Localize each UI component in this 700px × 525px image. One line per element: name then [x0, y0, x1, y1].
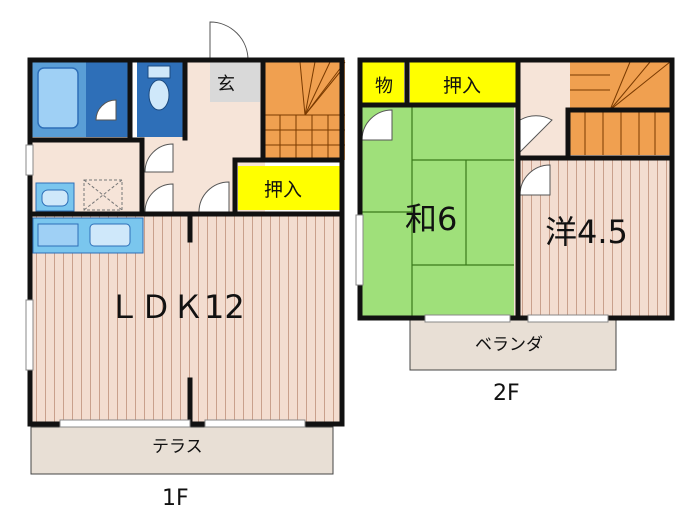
toilet-bowl [148, 79, 170, 111]
ldk-label: ＬＤＫ12 [108, 288, 245, 326]
bathtub [37, 67, 79, 129]
floor-2-label: 2F [493, 381, 520, 406]
entrance-label: 玄 [217, 74, 235, 95]
storage-2f-label: 物 [375, 76, 393, 97]
terrace-label: テラス [152, 437, 203, 457]
washitsu-label: 和6 [405, 200, 457, 238]
terrace [30, 426, 334, 475]
closet-2f [410, 62, 518, 104]
sink [89, 223, 131, 247]
washer-space [83, 179, 123, 211]
closet-2f-label: 押入 [443, 75, 481, 97]
floor-1-label: 1F [162, 486, 189, 511]
entrance [210, 62, 260, 102]
youshitsu-label: 洋4.5 [545, 213, 628, 251]
floor-1: ＬＤＫ12 玄 押入 テラス 1F [25, 21, 346, 511]
floor-2: 和6 洋4.5 物 押入 ベランダ 2F [355, 57, 675, 406]
veranda-label: ベランダ [475, 335, 543, 355]
closet-1f-label: 押入 [264, 179, 302, 201]
storage-2f [362, 62, 404, 104]
toilet-tank [147, 65, 171, 79]
bath-floor [86, 62, 128, 137]
closet-1f [238, 166, 342, 210]
